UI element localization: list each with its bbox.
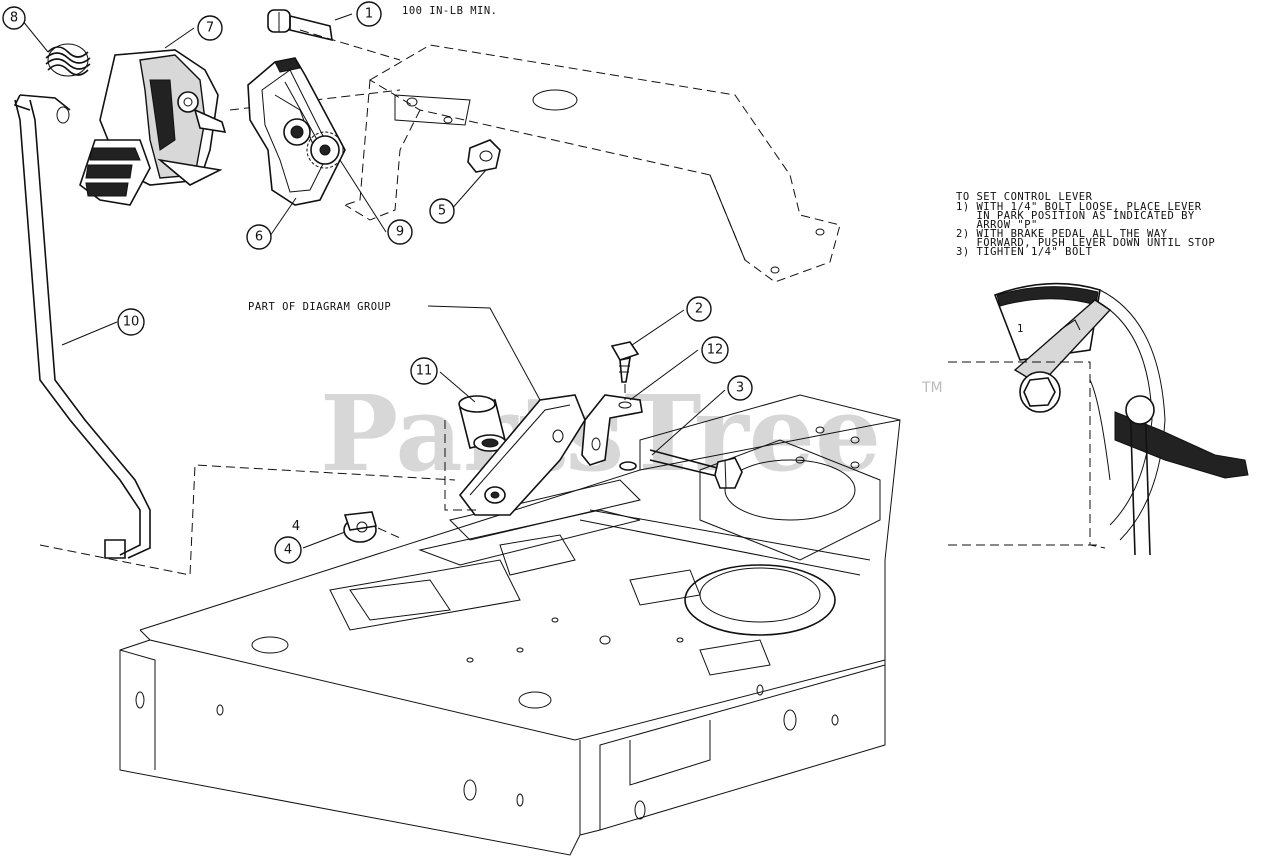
part-4-flange-nut	[343, 511, 401, 543]
instruction-line-2: IN PARK POSITION AS INDICATED BY	[956, 210, 1195, 222]
svg-text:8: 8	[10, 11, 18, 26]
svg-text:9: 9	[396, 225, 404, 240]
svg-text:4: 4	[284, 543, 292, 558]
callout-1: 1	[356, 1, 382, 27]
part-1-bolt	[267, 9, 333, 42]
instructions-title: TO SET CONTROL LEVER	[956, 191, 1093, 203]
instruction-line-6: 3) TIGHTEN 1/4" BOLT	[956, 246, 1093, 258]
svg-text:3: 3	[736, 381, 744, 396]
part-6-gate-plate	[247, 57, 346, 206]
svg-text:1: 1	[365, 7, 373, 22]
group-note: PART OF DIAGRAM GROUP	[248, 301, 391, 313]
upper-bracket	[229, 29, 841, 283]
part-8-spring	[45, 43, 91, 77]
callout-7: 7	[197, 15, 223, 41]
svg-text:7: 7	[206, 21, 214, 36]
svg-text:12: 12	[707, 343, 724, 358]
callout-4: 4	[274, 536, 302, 564]
group-note-leader	[427, 305, 541, 401]
callout-4-label: 4	[292, 519, 300, 534]
instructions-block: TO SET CONTROL LEVER 1) WITH 1/4" BOLT L…	[956, 191, 1215, 258]
callout-6: 6	[246, 224, 272, 250]
callout-12: 12	[701, 336, 729, 364]
callout-10: 10	[117, 308, 145, 336]
svg-text:10: 10	[123, 315, 140, 330]
part-10-shift-rod	[13, 94, 456, 576]
callout-11: 11	[410, 357, 438, 385]
instruction-line-4: 2) WITH BRAKE PEDAL ALL THE WAY	[956, 228, 1168, 240]
part-5-nut	[467, 139, 501, 173]
instruction-line-5: FORWARD, PUSH LEVER DOWN UNTIL STOP	[956, 237, 1215, 249]
part-7-lever-housing	[79, 49, 227, 206]
callout-2: 2	[686, 296, 712, 322]
part-12-bracket	[581, 394, 643, 471]
part-3-long-bolt	[649, 449, 743, 489]
svg-text:5: 5	[438, 204, 446, 219]
callout-8: 8	[2, 6, 26, 30]
part-9-gear	[306, 131, 344, 169]
part-11-bushing	[458, 395, 507, 452]
instruction-line-1: 1) WITH 1/4" BOLT LOOSE, PLACE LEVER	[956, 201, 1202, 213]
detail-position-mark: 1	[1017, 323, 1024, 335]
frame-assembly	[119, 394, 901, 856]
instruction-line-3: ARROW "P"	[956, 219, 1038, 231]
part-2-screw	[610, 341, 640, 400]
brake-arm	[444, 394, 586, 516]
detail-view: 1	[948, 282, 1249, 556]
callout-3: 3	[727, 375, 753, 401]
svg-text:11: 11	[416, 364, 433, 379]
svg-text:2: 2	[695, 302, 703, 317]
callout-leaders	[21, 13, 726, 549]
callout-9: 9	[387, 219, 413, 245]
torque-note: 100 IN-LB MIN.	[402, 5, 498, 17]
callout-5: 5	[429, 198, 455, 224]
trademark-text: TM	[921, 380, 943, 396]
svg-text:6: 6	[255, 230, 263, 245]
